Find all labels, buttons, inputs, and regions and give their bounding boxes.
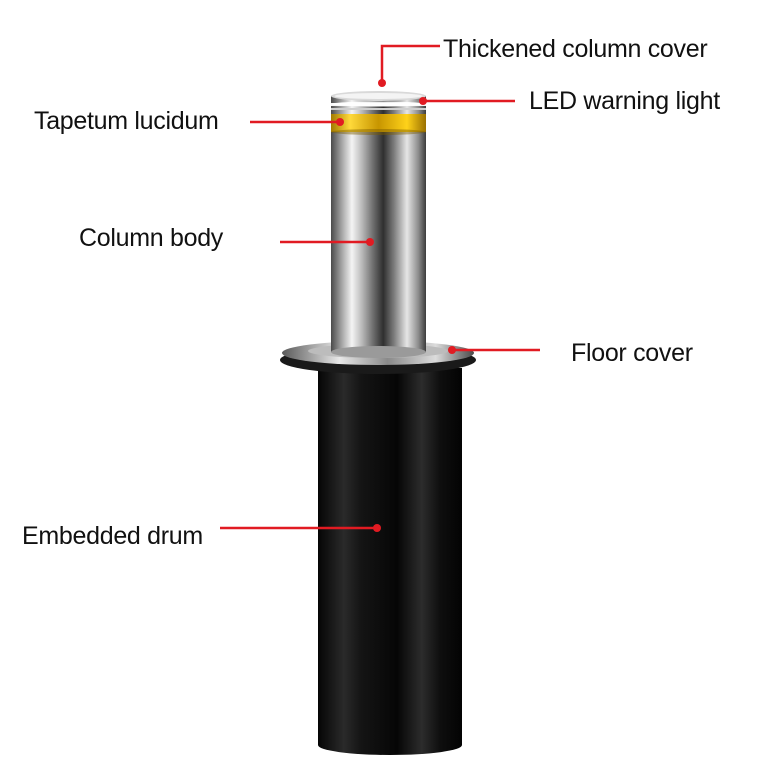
label-floor-cover: Floor cover: [571, 339, 693, 367]
embedded-drum: [318, 368, 462, 755]
label-column-body: Column body: [79, 224, 224, 252]
tapetum-lucidum-band: [331, 113, 426, 135]
label-embedded-drum: Embedded drum: [22, 522, 203, 550]
leader-lines: [220, 44, 540, 530]
label-led-warning-light: LED warning light: [529, 87, 720, 115]
column-body: [331, 130, 426, 358]
label-thickened-column-cover: Thickened column cover: [443, 35, 708, 63]
led-warning-light: [331, 101, 426, 107]
leader-dots: [336, 79, 456, 532]
label-tapetum-lucidum: Tapetum lucidum: [34, 107, 219, 135]
leader-thickened-column-cover: [380, 44, 440, 80]
